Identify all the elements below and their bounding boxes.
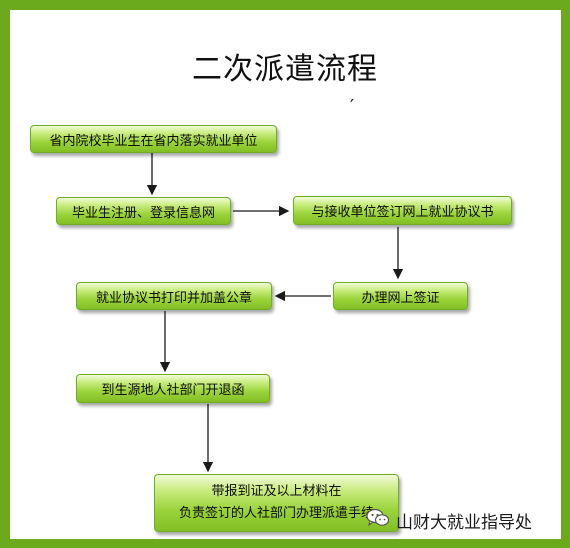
step-box-2: 毕业生注册、登录信息网 xyxy=(56,197,231,225)
step-4-label: 办理网上签证 xyxy=(361,290,440,306)
step-box-6: 到生源地人社部门开退函 xyxy=(76,374,270,403)
step-box-5: 就业协议书打印并加盖公章 xyxy=(76,282,272,310)
step-box-7: 带报到证及以上材料在 负责签订的人社部门办理派遣手续 xyxy=(154,474,399,532)
diagram-title: 二次派遣流程 xyxy=(192,52,378,87)
stray-mark: ′ xyxy=(350,96,355,117)
step-2-label: 毕业生注册、登录信息网 xyxy=(71,205,215,221)
step-7-line-2: 负责签订的人社部门办理派遣手续 xyxy=(178,506,374,521)
step-box-1: 省内院校毕业生在省内落实就业单位 xyxy=(30,125,277,153)
watermark: 山财大就业指导处 xyxy=(366,508,532,533)
watermark-text: 山财大就业指导处 xyxy=(396,513,532,533)
step-5-label: 就业协议书打印并加盖公章 xyxy=(95,290,252,306)
step-box-4: 办理网上签证 xyxy=(333,282,468,310)
step-3-label: 与接收单位签订网上就业协议书 xyxy=(311,205,494,220)
step-1-label: 省内院校毕业生在省内落实就业单位 xyxy=(49,133,258,149)
step-6-label: 到生源地人社部门开退函 xyxy=(101,383,245,398)
step-box-3: 与接收单位签订网上就业协议书 xyxy=(293,196,512,225)
wechat-icon xyxy=(366,508,390,533)
step-7-line-1: 带报到证及以上材料在 xyxy=(211,483,342,499)
